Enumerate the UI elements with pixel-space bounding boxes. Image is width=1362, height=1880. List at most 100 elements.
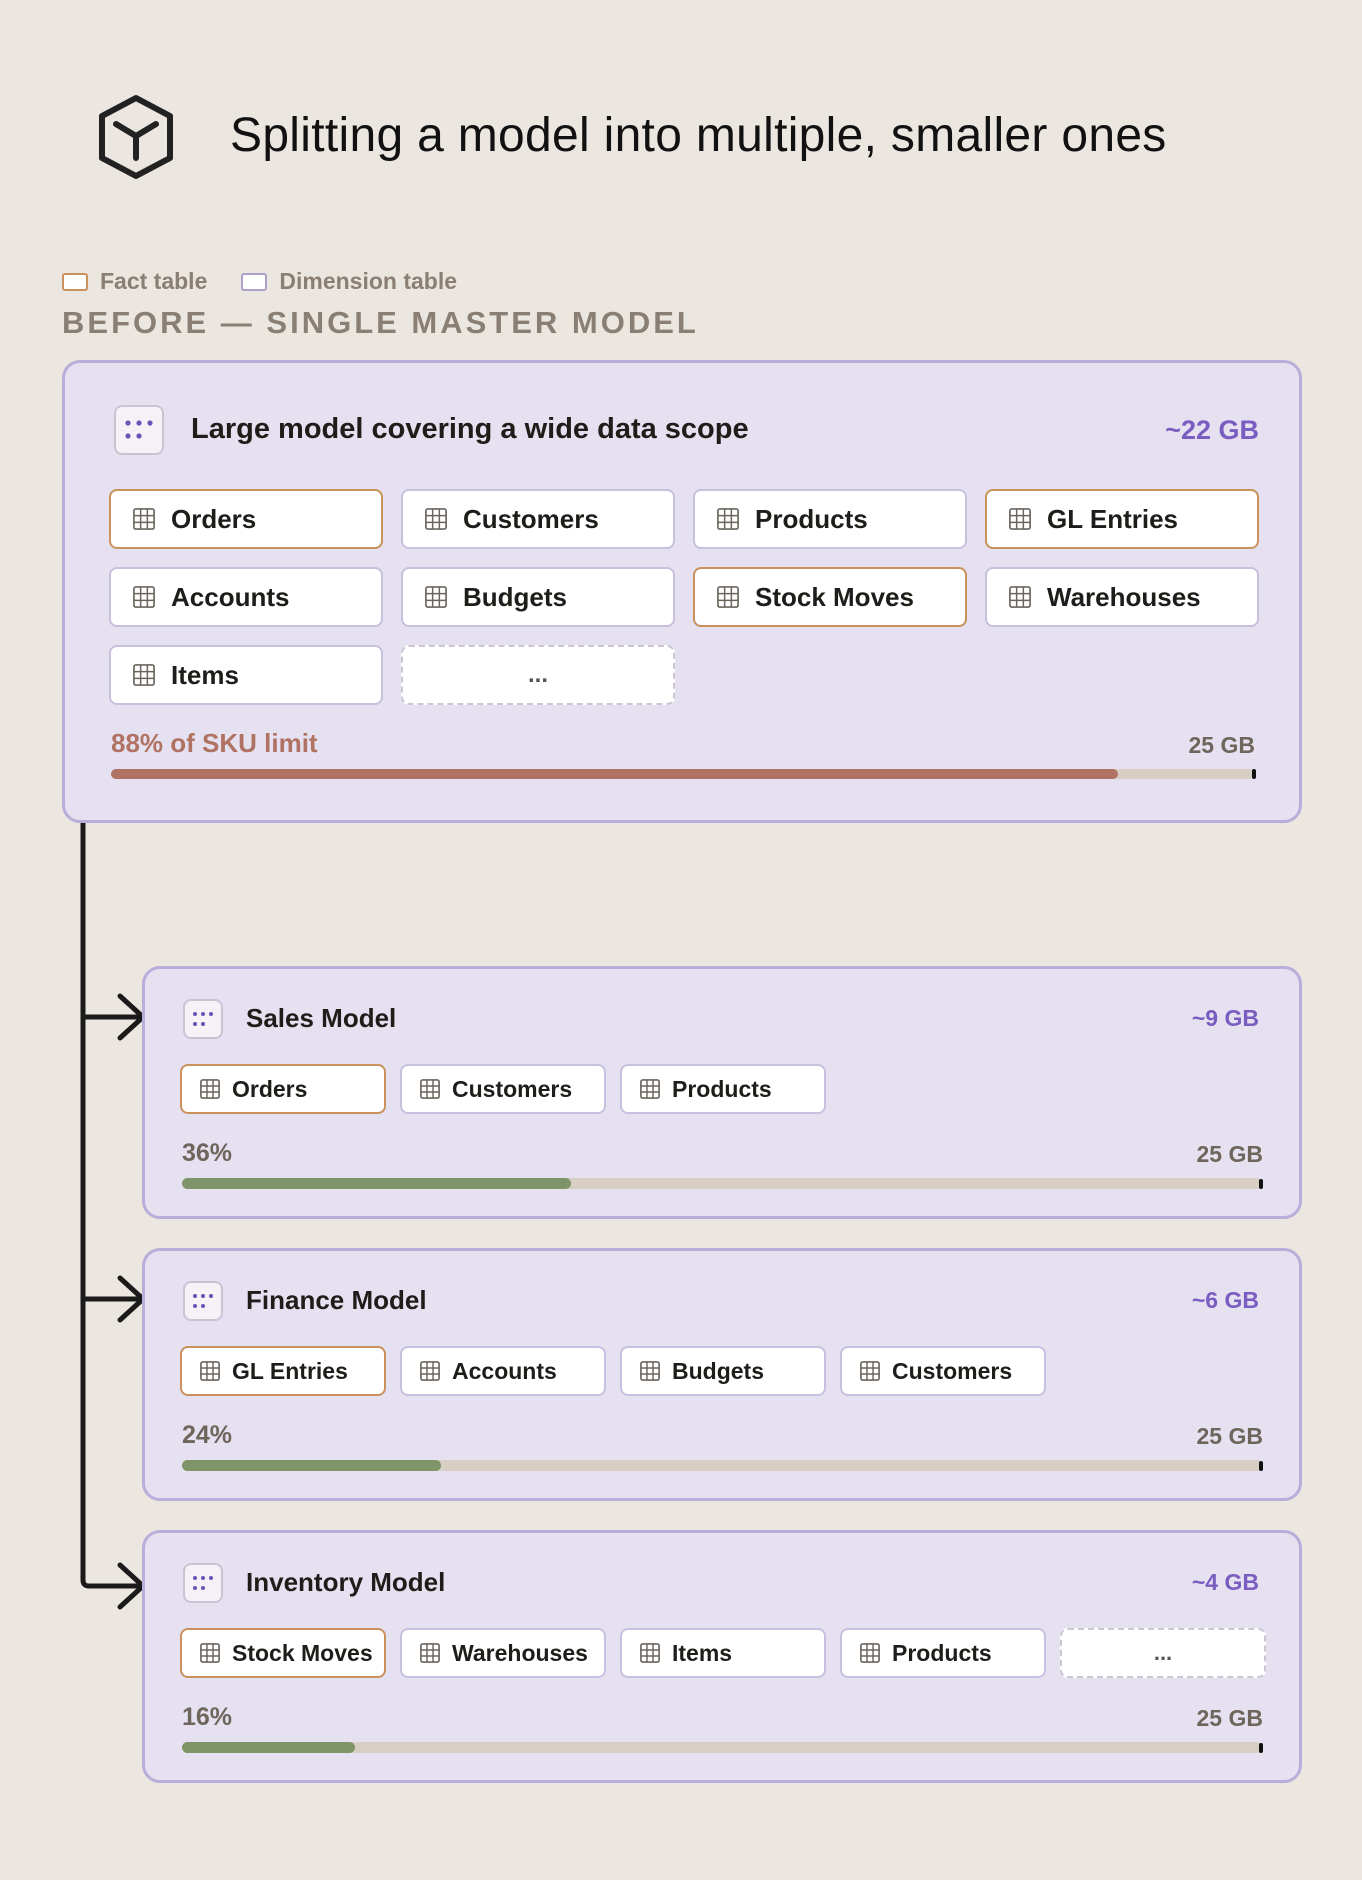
table-chip-label: Accounts [171, 581, 290, 612]
table-icon [425, 586, 447, 608]
table-icon [1009, 586, 1031, 608]
table-chip-fact[interactable]: Stock Moves [693, 567, 967, 627]
table-chip-label: Products [892, 1639, 992, 1666]
model-usage-label: 24% [182, 1421, 233, 1449]
model-icon [183, 1563, 223, 1603]
model-limit-label: 25 GB [1196, 1705, 1263, 1731]
table-chip-label: Stock Moves [755, 581, 914, 612]
sales-model-card: Sales Model ~9 GB 36% 25 GB Orders Custo… [142, 966, 1302, 1219]
table-chip-dimension[interactable]: Products [620, 1064, 826, 1114]
table-chip-label: Stock Moves [232, 1639, 373, 1666]
master-usage-bar [111, 769, 1256, 779]
model-icon [114, 405, 164, 455]
table-icon [200, 1643, 220, 1663]
table-chip-label: Customers [452, 1075, 573, 1102]
table-icon [640, 1079, 660, 1099]
bar-limit-marker [1259, 1460, 1263, 1471]
table-chip-label: Products [755, 503, 868, 534]
model-usage-label: 16% [182, 1703, 233, 1731]
table-chip-dimension[interactable]: Customers [401, 489, 675, 549]
model-size: ~6 GB [1191, 1287, 1259, 1313]
table-chip-label: Budgets [672, 1357, 764, 1384]
table-chip-label: GL Entries [1047, 503, 1179, 534]
table-icon [640, 1643, 660, 1663]
table-icon [717, 508, 739, 530]
master-usage-fill [111, 769, 1118, 779]
table-icon [200, 1361, 220, 1381]
legend-dimension-label: Dimension table [279, 268, 458, 294]
model-limit-label: 25 GB [1196, 1141, 1263, 1167]
table-icon [860, 1643, 880, 1663]
master-title: Large model covering a wide data scope [191, 413, 749, 445]
page-title: Splitting a model into multiple, smaller… [230, 109, 1167, 162]
table-chip-dimension[interactable]: Products [840, 1628, 1046, 1678]
cube-icon [99, 95, 173, 179]
model-usage-fill [182, 1742, 355, 1753]
dimension-swatch [241, 272, 268, 291]
table-chip-dimension[interactable]: Items [109, 645, 383, 705]
model-icon [183, 1281, 223, 1321]
table-icon [200, 1079, 220, 1099]
master-size: ~22 GB [1165, 415, 1259, 445]
table-icon [640, 1361, 660, 1381]
model-limit-label: 25 GB [1196, 1423, 1263, 1449]
table-chip-label: Accounts [452, 1357, 557, 1384]
table-chip-dimension[interactable]: Warehouses [985, 567, 1259, 627]
table-chip-fact[interactable]: Orders [109, 489, 383, 549]
model-usage-fill [182, 1178, 571, 1189]
table-chip-label: Warehouses [452, 1639, 588, 1666]
table-chip-label: Customers [463, 503, 599, 534]
table-chip-dimension[interactable]: Warehouses [400, 1628, 606, 1678]
table-chip-dimension[interactable]: Budgets [401, 567, 675, 627]
table-chip-dimension[interactable]: Accounts [400, 1346, 606, 1396]
bar-limit-marker [1259, 1178, 1263, 1189]
table-icon [133, 586, 155, 608]
bar-limit-marker [1252, 769, 1256, 779]
table-chip-label: Products [672, 1075, 772, 1102]
table-chip-label: Customers [892, 1357, 1013, 1384]
table-icon [717, 586, 739, 608]
model-icon [183, 999, 223, 1039]
model-size: ~4 GB [1191, 1569, 1259, 1595]
legend-fact: Fact table [62, 268, 207, 295]
table-chip-label: Items [171, 659, 239, 690]
finance-model-card: Finance Model ~6 GB 24% 25 GB GL Entries… [142, 1248, 1302, 1501]
table-icon [860, 1361, 880, 1381]
table-chip-dimension[interactable]: Customers [840, 1346, 1046, 1396]
table-icon [420, 1079, 440, 1099]
table-chip-fact[interactable]: Orders [180, 1064, 386, 1114]
table-chip-label: Warehouses [1047, 581, 1201, 612]
table-chip-dimension[interactable]: Products [693, 489, 967, 549]
more-tables-label: ... [527, 661, 548, 688]
bar-limit-marker [1259, 1742, 1263, 1753]
table-chip-dimension[interactable]: Accounts [109, 567, 383, 627]
table-chip-dimension[interactable]: Items [620, 1628, 826, 1678]
model-usage-bar [182, 1460, 1263, 1471]
table-chip-fact[interactable]: GL Entries [180, 1346, 386, 1396]
legend: Fact table Dimension table [62, 268, 491, 295]
table-chip-dimension[interactable]: Customers [400, 1064, 606, 1114]
table-chip-label: GL Entries [232, 1357, 348, 1384]
table-icon [425, 508, 447, 530]
table-chip-label: Items [672, 1639, 733, 1666]
legend-fact-label: Fact table [100, 268, 208, 294]
table-icon [420, 1361, 440, 1381]
master-model-card: Large model covering a wide data scope ~… [62, 360, 1302, 823]
model-size: ~9 GB [1191, 1005, 1259, 1031]
more-tables-chip[interactable]: ... [401, 645, 675, 705]
more-tables-chip[interactable]: ... [1060, 1628, 1266, 1678]
model-usage-fill [182, 1460, 442, 1471]
table-chip-fact[interactable]: GL Entries [985, 489, 1259, 549]
model-title: Finance Model [246, 1285, 427, 1315]
table-chip-fact[interactable]: Stock Moves [180, 1628, 386, 1678]
model-title: Inventory Model [246, 1567, 446, 1597]
master-limit-label: 25 GB [1188, 732, 1255, 758]
model-title: Sales Model [246, 1003, 397, 1033]
inventory-model-card: Inventory Model ~4 GB 16% 25 GB Stock Mo… [142, 1530, 1302, 1783]
table-icon [1009, 508, 1031, 530]
table-chip-label: Orders [171, 503, 257, 534]
table-chip-label: Budgets [463, 581, 567, 612]
table-chip-label: Orders [232, 1075, 308, 1102]
table-chip-dimension[interactable]: Budgets [620, 1346, 826, 1396]
model-usage-bar [182, 1742, 1263, 1753]
